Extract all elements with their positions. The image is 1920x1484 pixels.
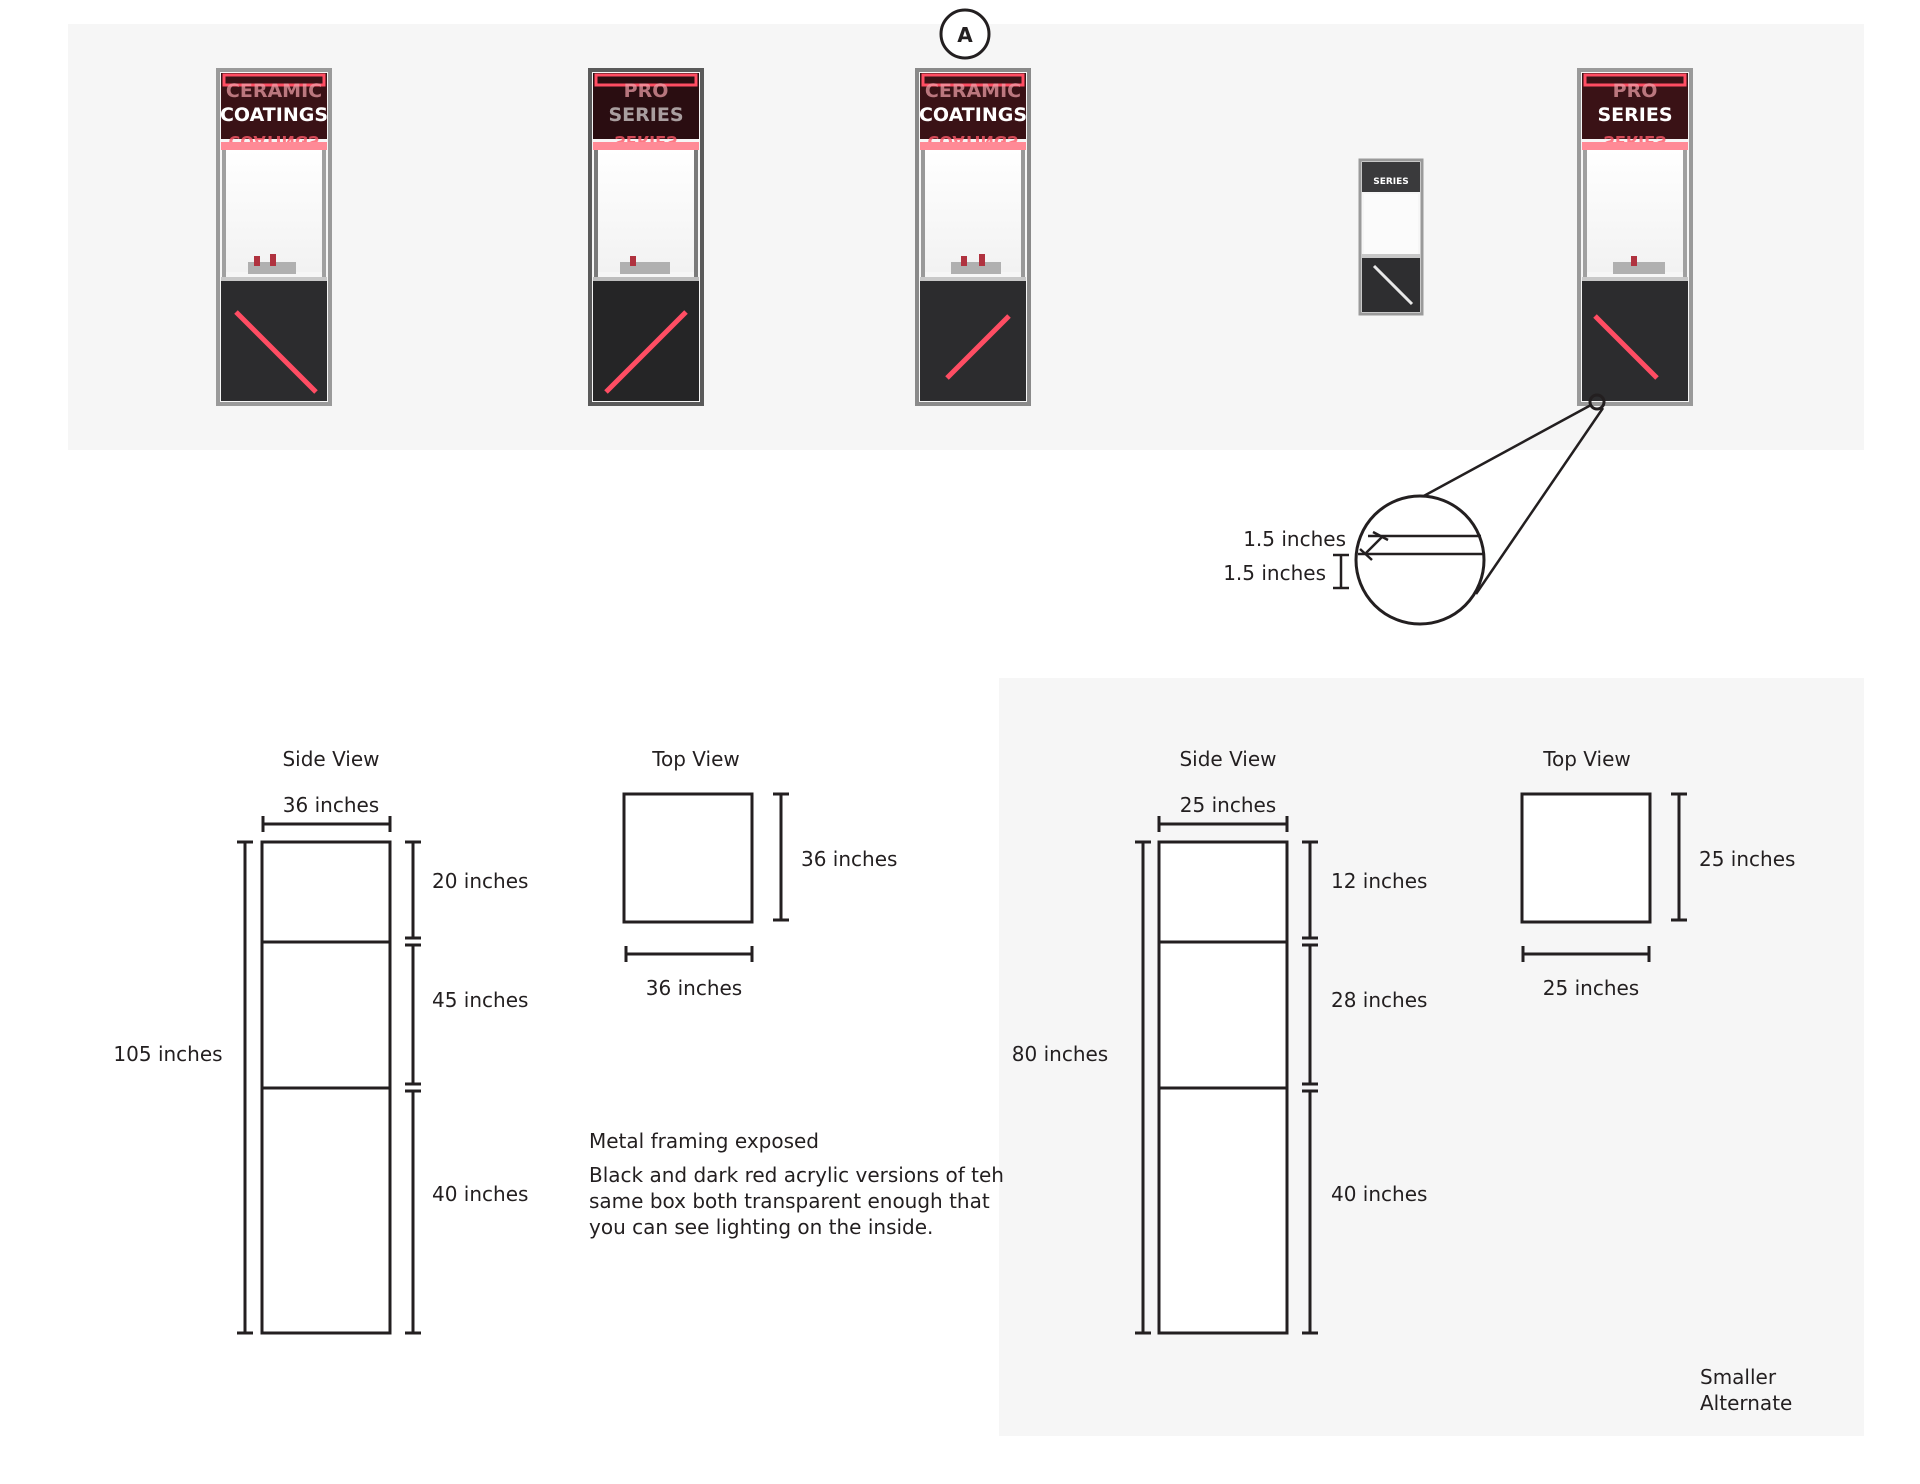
- small-top-square: [1520, 792, 1652, 924]
- render-3-top-text: CERAMIC: [925, 80, 1021, 102]
- small-section-3-label: 40 inches: [1331, 1182, 1427, 1206]
- large-top-square: [622, 792, 754, 924]
- alternate-caption: Smaller Alternate: [1700, 1365, 1792, 1415]
- kiosk-render-4: PRO SERIES SERIES: [1577, 68, 1693, 406]
- small-section-top: [1157, 840, 1289, 944]
- small-section-2-label: 28 inches: [1331, 988, 1427, 1012]
- large-section-middle: [260, 940, 392, 1090]
- large-top-view: Top View 36 inches 36 inches: [622, 747, 897, 1000]
- caption-line-1: Smaller: [1700, 1365, 1777, 1389]
- large-section-2-label: 45 inches: [432, 988, 528, 1012]
- large-section-bottom: [260, 1086, 392, 1335]
- small-section-1-label: 12 inches: [1331, 869, 1427, 893]
- small-section-middle: [1157, 940, 1289, 1090]
- small-render-text: SERIES: [1373, 177, 1409, 187]
- render-4-main-text: SERIES: [1597, 104, 1672, 126]
- kiosk-render-3: CERAMIC COATINGS COATINGS: [915, 68, 1031, 406]
- detail-label-1: 1.5 inches: [1243, 527, 1346, 551]
- small-top-view: Top View 25 inches 25 inches: [1520, 747, 1795, 1000]
- small-side-view: Side View 25 inches 80 inches 12 inches …: [1012, 747, 1427, 1335]
- large-top-depth-label: 36 inches: [801, 847, 897, 871]
- small-top-width-label: 25 inches: [1543, 976, 1639, 1000]
- kiosk-render-small: SERIES: [1358, 158, 1424, 316]
- small-side-view-title: Side View: [1179, 747, 1276, 771]
- render-2-main-text: SERIES: [608, 104, 683, 126]
- note-line-3: same box both transparent enough that: [589, 1189, 990, 1213]
- small-width-label: 25 inches: [1180, 793, 1276, 817]
- small-total-height-label: 80 inches: [1012, 1042, 1108, 1066]
- note-line-4: you can see lighting on the inside.: [589, 1215, 933, 1239]
- view-marker-label: A: [957, 23, 973, 47]
- alternate-panel: [999, 678, 1864, 1436]
- kiosk-render-2: PRO SERIES SERIES: [588, 68, 704, 406]
- large-section-3-label: 40 inches: [432, 1182, 528, 1206]
- render-1-main-text: COATINGS: [220, 104, 328, 126]
- large-top-view-title: Top View: [651, 747, 740, 771]
- large-width-label: 36 inches: [283, 793, 379, 817]
- large-total-height-label: 105 inches: [113, 1042, 222, 1066]
- render-2-top-text: PRO: [624, 80, 669, 102]
- large-side-view: Side View 36 inches 105 inches 20 inches…: [113, 747, 528, 1335]
- render-1-top-text: CERAMIC: [226, 80, 322, 102]
- view-marker: A: [939, 8, 991, 60]
- note-line-1: Metal framing exposed: [589, 1129, 819, 1153]
- frame-detail-callout: 1.5 inches 1.5 inches: [1223, 393, 1606, 626]
- render-4-top-text: PRO: [1613, 80, 1658, 102]
- large-section-top: [260, 840, 392, 944]
- small-section-bottom: [1157, 1086, 1289, 1335]
- kiosk-render-1: CERAMIC COATINGS COATINGS: [216, 68, 332, 406]
- small-top-depth-label: 25 inches: [1699, 847, 1795, 871]
- large-side-view-title: Side View: [282, 747, 379, 771]
- small-top-view-title: Top View: [1542, 747, 1631, 771]
- caption-line-2: Alternate: [1700, 1391, 1792, 1415]
- note-line-2: Black and dark red acrylic versions of t…: [589, 1163, 1004, 1187]
- large-section-1-label: 20 inches: [432, 869, 528, 893]
- render-3-main-text: COATINGS: [919, 104, 1027, 126]
- material-notes: Metal framing exposed Black and dark red…: [589, 1129, 1004, 1239]
- detail-label-2: 1.5 inches: [1223, 561, 1326, 585]
- large-top-width-label: 36 inches: [646, 976, 742, 1000]
